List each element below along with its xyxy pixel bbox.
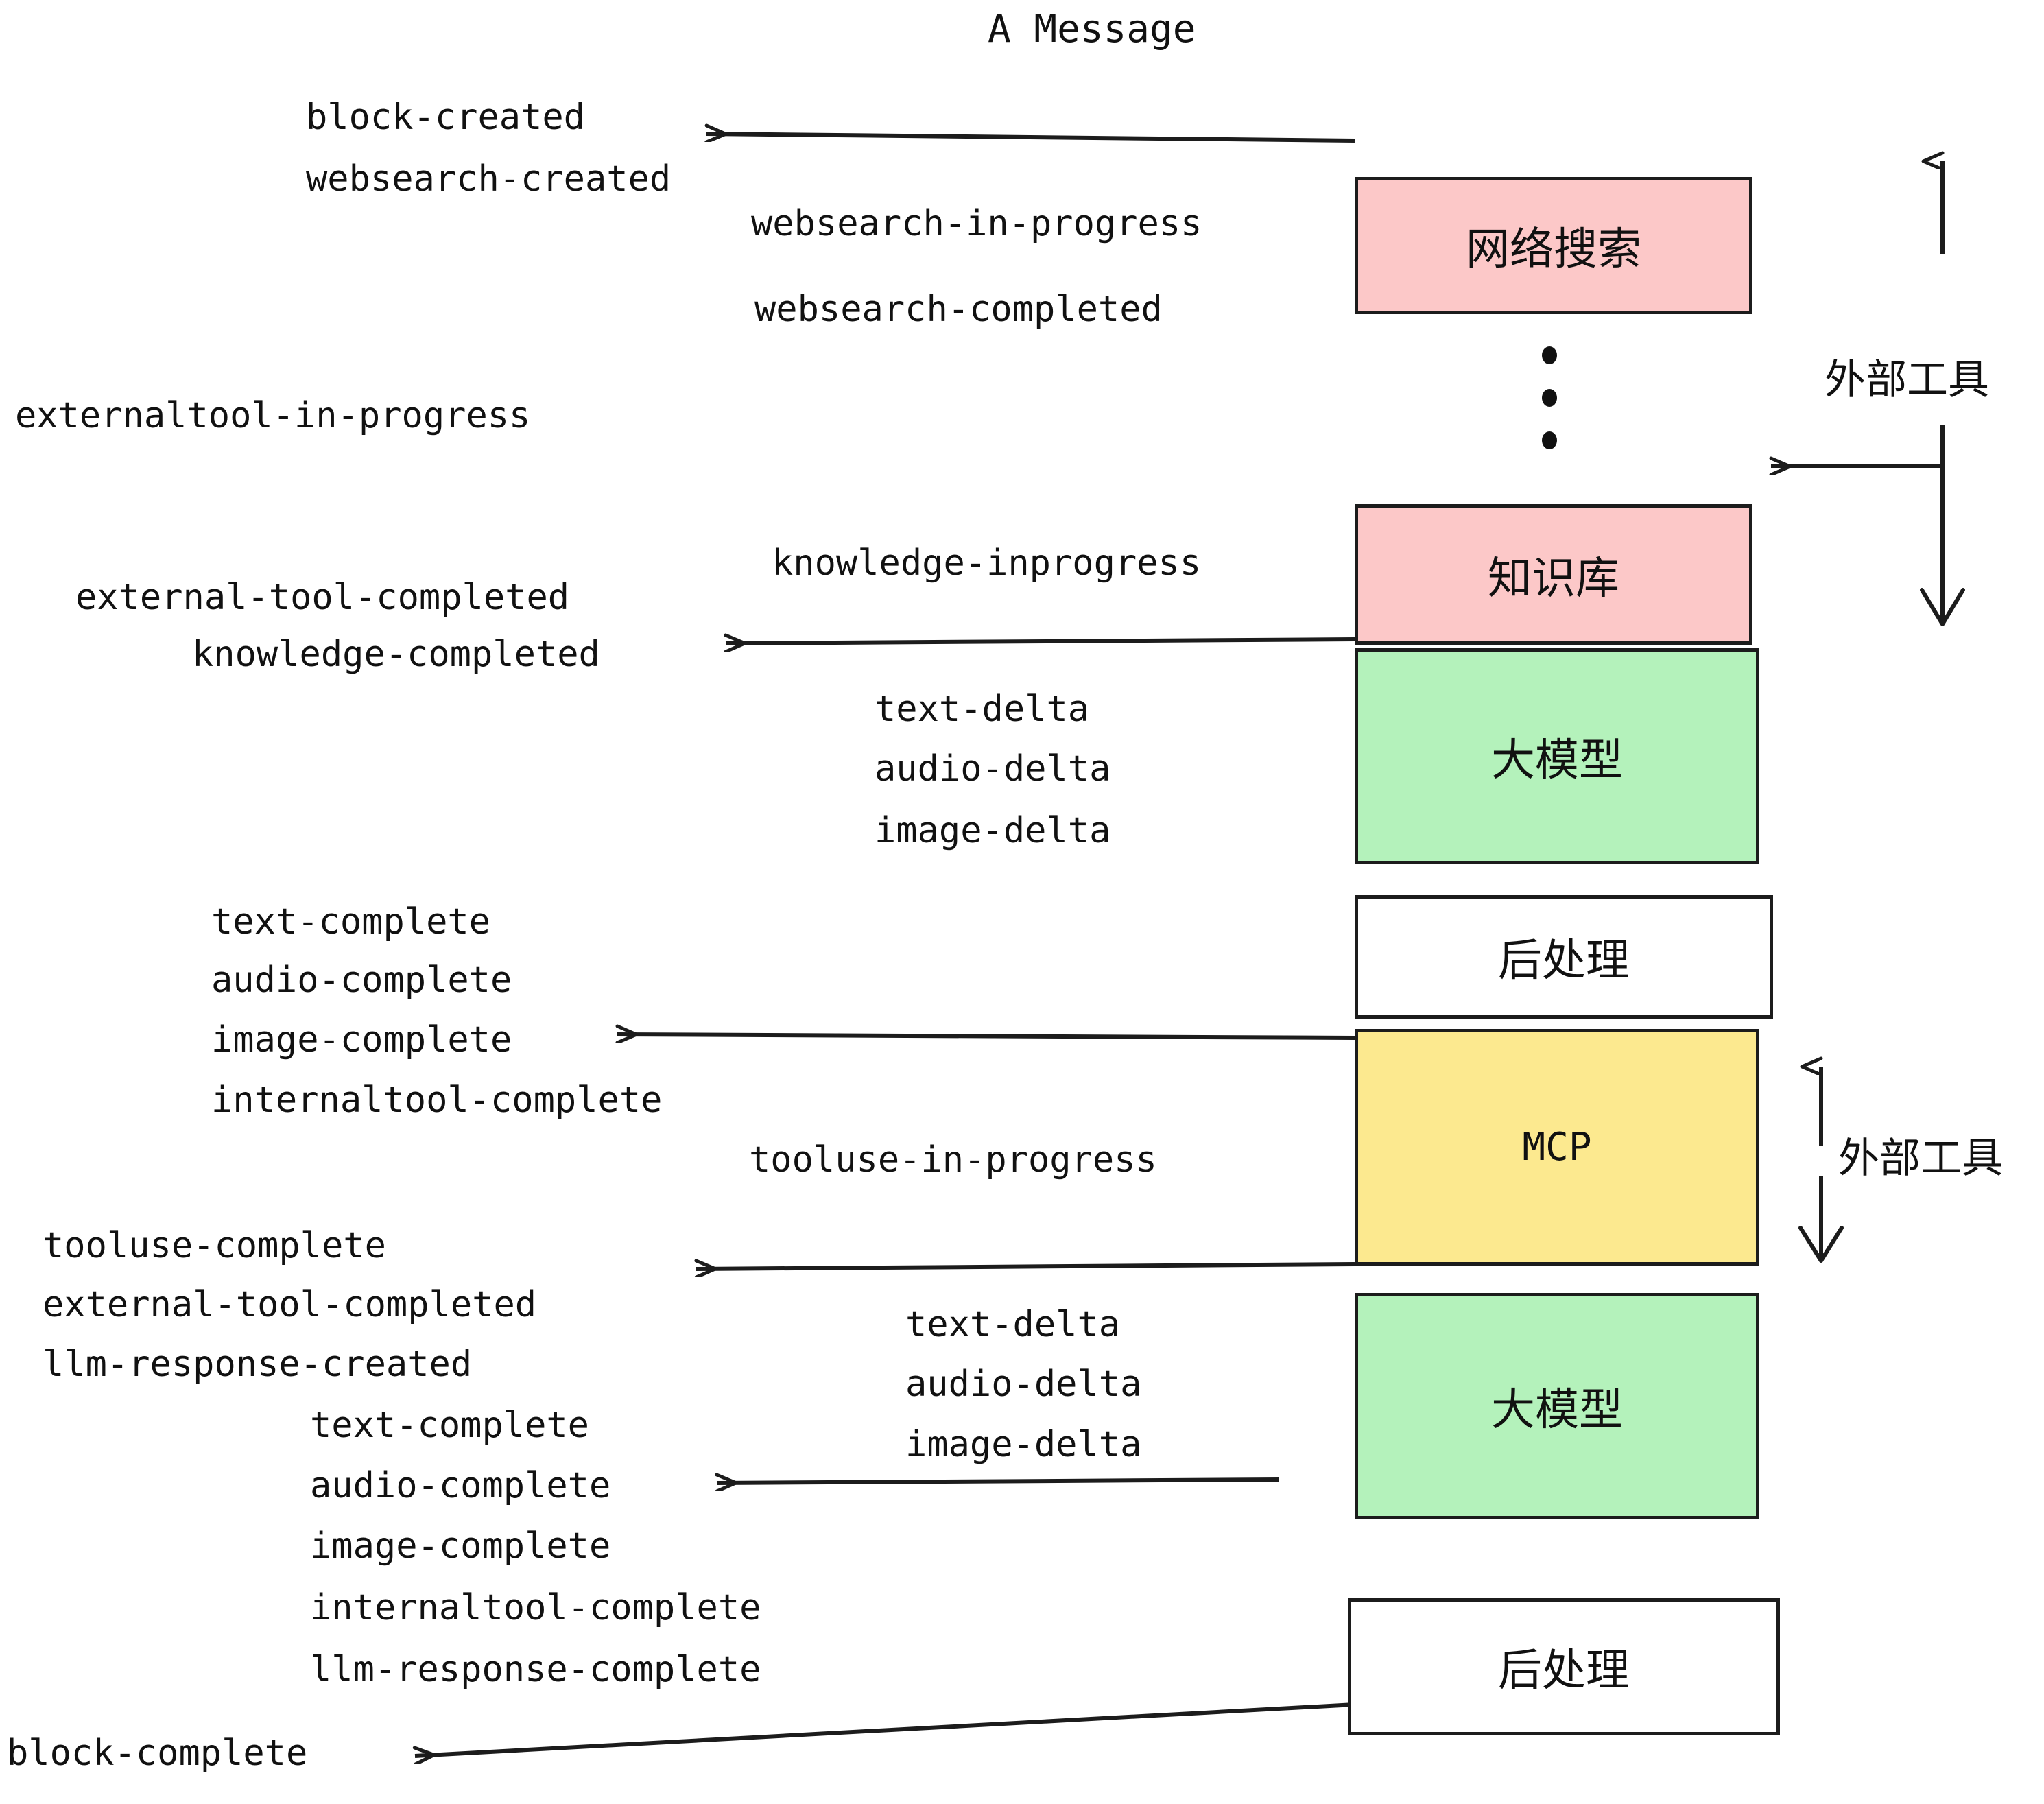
event-label-block-complete: block-complete [7, 1733, 308, 1774]
box-mcp-label: MCP [1522, 1125, 1592, 1170]
event-label-external-tool-completed-2: external-tool-completed [43, 1284, 537, 1325]
annotation-external-tool-bottom: 外部工具 [1838, 1135, 2003, 1183]
event-label-websearch-completed: websearch-completed [754, 289, 1163, 330]
box-llm-lower: 大模型 [1355, 1293, 1759, 1519]
event-label-text-delta-1: text-delta [875, 689, 1090, 730]
diagram-title: A Message [988, 7, 1196, 51]
arrow-llm-to-audiocomplete [717, 1480, 1280, 1483]
box-llm-upper: 大模型 [1355, 648, 1759, 864]
event-label-audio-complete-1: audio-complete [211, 960, 512, 1001]
event-label-tooluse-in-progress: tooluse-in-progress [749, 1139, 1157, 1180]
event-label-text-complete-1: text-complete [211, 901, 490, 942]
event-label-internaltool-complete-2: internaltool-complete [310, 1587, 761, 1628]
arrow-websearch-to-blockcreated [706, 134, 1355, 143]
event-label-image-delta-1: image-delta [875, 810, 1111, 851]
box-knowledge-base-label: 知识库 [1488, 553, 1619, 604]
event-label-websearch-created: websearch-created [306, 158, 672, 200]
event-label-internaltool-complete-1: internaltool-complete [211, 1080, 663, 1121]
event-label-text-delta-2: text-delta [905, 1304, 1121, 1345]
box-postprocess-lower-label: 后处理 [1498, 1646, 1630, 1696]
event-label-knowledge-completed: knowledge-completed [192, 634, 600, 675]
external-tool-range-top-down [1920, 425, 1965, 626]
event-label-external-tool-completed-1: external-tool-completed [75, 577, 570, 618]
event-label-knowledge-inprogress: knowledge-inprogress [772, 543, 1202, 584]
event-label-llm-response-created: llm-response-created [43, 1344, 473, 1385]
event-label-block-created: block-created [306, 97, 585, 138]
box-knowledge-base: 知识库 [1355, 504, 1752, 645]
arrow-postprocess-to-imagecomplete [617, 1034, 1355, 1038]
event-label-audio-complete-2: audio-complete [310, 1465, 611, 1506]
box-mcp: MCP [1355, 1029, 1759, 1266]
external-tool-range-bottom [1798, 1067, 1844, 1263]
box-websearch: 网络搜索 [1355, 177, 1752, 314]
ellipsis-dot [1542, 431, 1557, 449]
box-llm-lower-label: 大模型 [1491, 1385, 1623, 1436]
box-postprocess-lower: 后处理 [1348, 1598, 1780, 1735]
arrow-knowledge-to-completed [726, 639, 1355, 643]
external-tool-range-top [1771, 161, 1945, 466]
box-postprocess-upper: 后处理 [1355, 895, 1773, 1019]
event-label-text-complete-2: text-complete [310, 1405, 589, 1446]
event-label-image-complete-2: image-complete [310, 1526, 611, 1567]
event-label-audio-delta-2: audio-delta [905, 1364, 1142, 1405]
event-label-image-delta-2: image-delta [905, 1424, 1142, 1465]
ellipsis-dot [1542, 389, 1557, 407]
box-postprocess-upper-label: 后处理 [1498, 936, 1630, 986]
ellipsis-dot [1542, 346, 1557, 364]
arrow-mcp-to-tooluse-complete [696, 1264, 1355, 1269]
event-label-externaltool-in-progress: externaltool-in-progress [15, 395, 531, 436]
event-label-websearch-in-progress: websearch-in-progress [751, 203, 1202, 244]
event-label-tooluse-complete: tooluse-complete [43, 1225, 386, 1266]
box-llm-upper-label: 大模型 [1491, 735, 1623, 786]
vertical-ellipsis [1539, 346, 1560, 449]
arrow-postprocess-to-blockcomplete [415, 1702, 1355, 1756]
event-label-image-complete-1: image-complete [211, 1019, 512, 1060]
event-label-llm-response-complete: llm-response-complete [310, 1649, 761, 1690]
event-label-audio-delta-1: audio-delta [875, 748, 1111, 790]
box-websearch-label: 网络搜索 [1466, 224, 1641, 275]
annotation-external-tool-top: 外部工具 [1825, 356, 1989, 404]
